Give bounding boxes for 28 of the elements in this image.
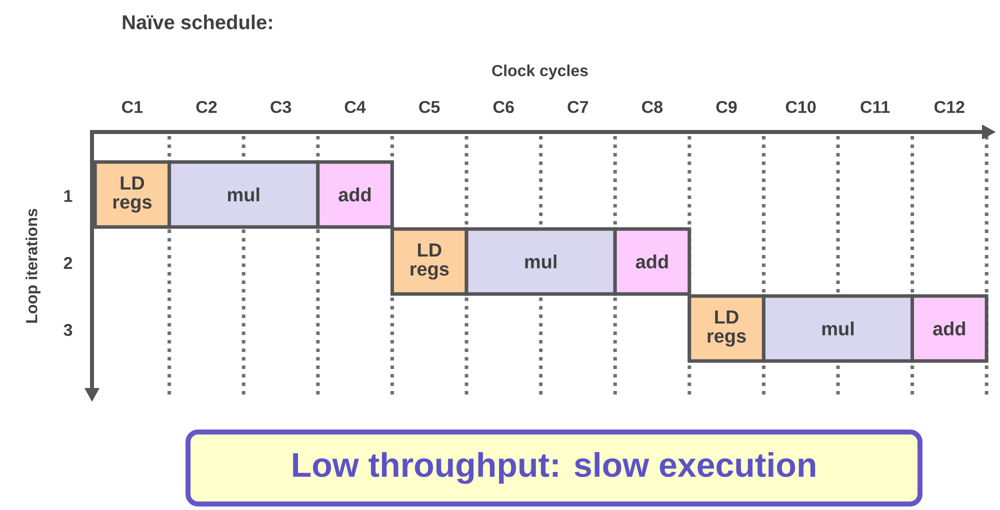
cycle-label: C10 <box>786 100 816 114</box>
cycle-label: C7 <box>568 100 588 114</box>
iteration-label: 3 <box>64 324 72 336</box>
cycle-label: C2 <box>196 100 217 114</box>
multiply-stage-box: mul <box>464 227 617 296</box>
multiply-stage-box: mul <box>168 160 320 229</box>
add-stage-box: add <box>316 160 394 229</box>
axis-title: Loop iterations <box>26 208 40 323</box>
iteration-label: 1 <box>64 190 72 202</box>
load-stage-box: LD regs <box>93 160 172 229</box>
cycle-label: C11 <box>860 100 890 114</box>
iteration-label: 2 <box>64 257 72 269</box>
load-stage-box: LD regs <box>688 294 766 363</box>
cycle-label: C3 <box>270 100 292 114</box>
cycle-label: C8 <box>642 100 663 114</box>
message-box: Low throughput: slow execution <box>186 430 922 506</box>
cycle-label: C5 <box>419 100 440 114</box>
cycle-label: C12 <box>934 100 964 114</box>
multiply-stage-box: mul <box>762 294 914 363</box>
add-stage-box: add <box>613 227 692 296</box>
add-stage-box: add <box>910 294 988 363</box>
cycle-label: C6 <box>493 100 514 114</box>
title: Naïve schedule: <box>122 14 272 30</box>
cycle-label: C9 <box>716 100 737 114</box>
axis-title: Clock cycles <box>492 64 588 80</box>
cycle-label: C1 <box>122 100 143 114</box>
load-stage-box: LD regs <box>390 227 468 296</box>
cycle-label: C4 <box>344 100 366 114</box>
